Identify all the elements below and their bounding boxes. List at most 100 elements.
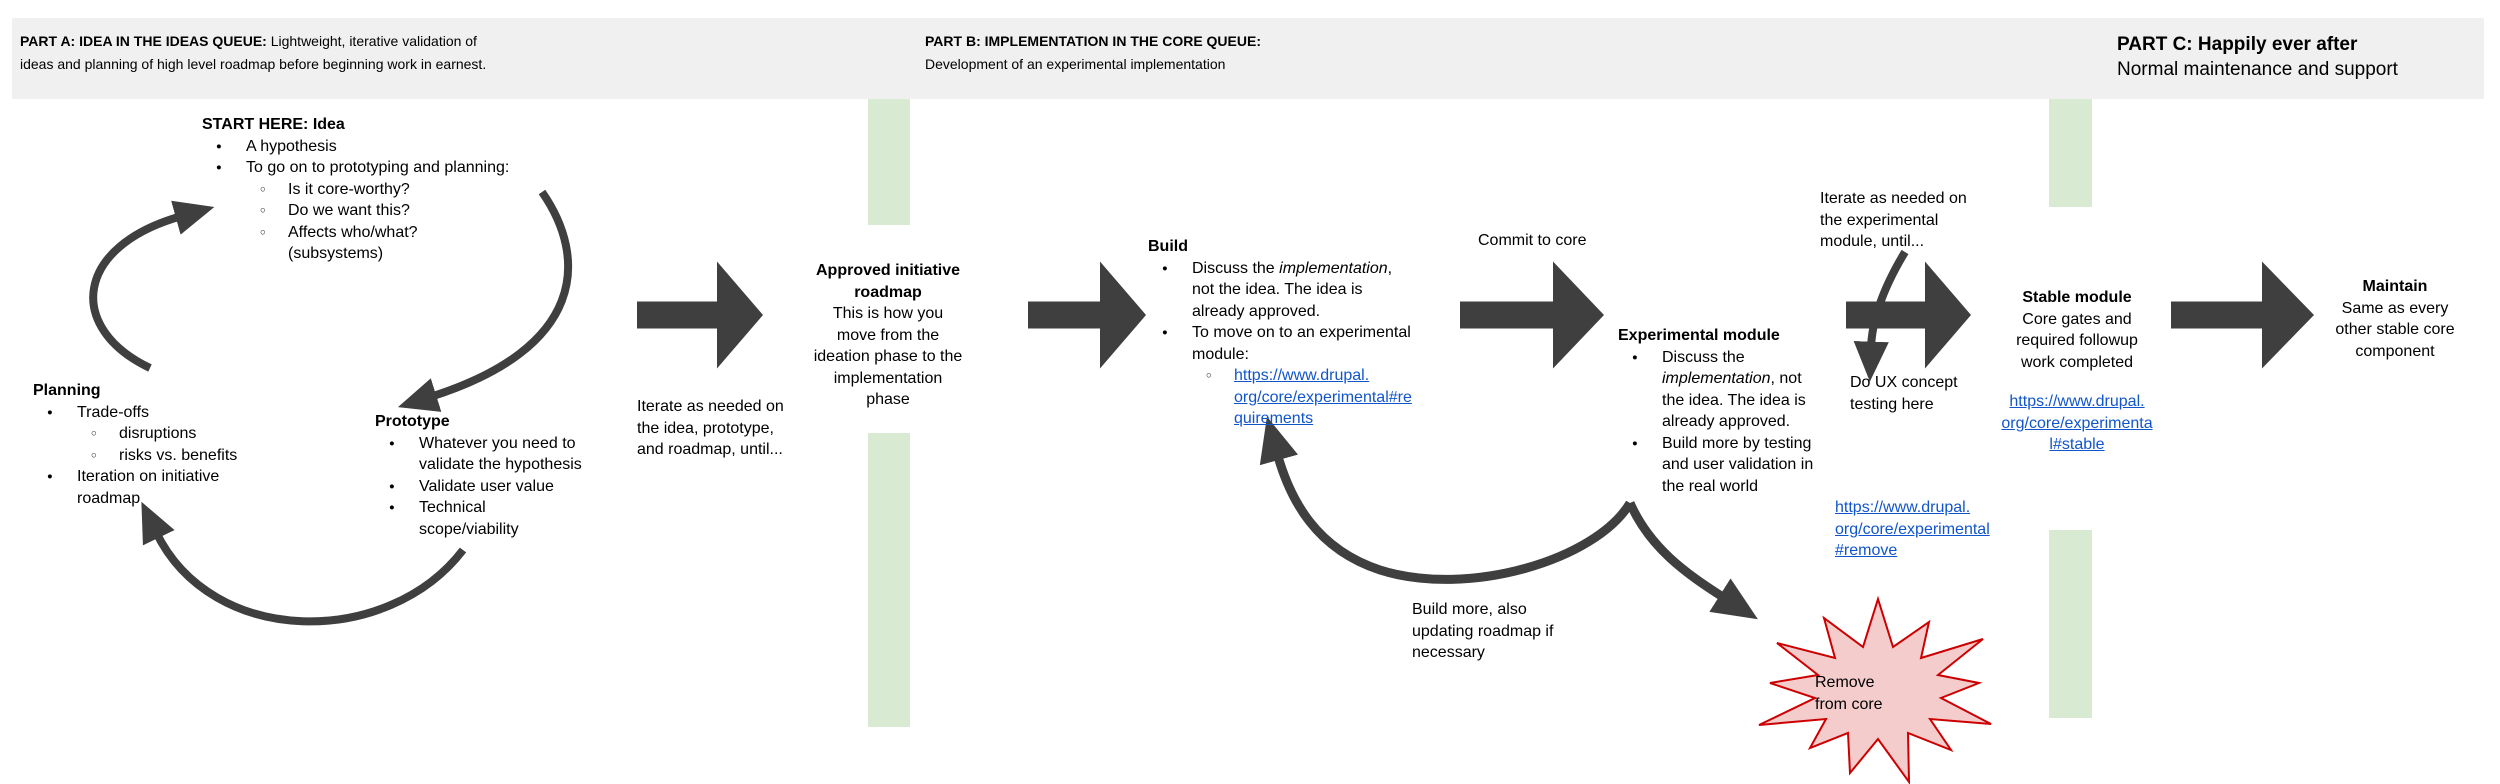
text-line: updating roadmap if (1412, 622, 1554, 640)
text-line: To move on to an experimental (1192, 324, 1411, 341)
text-line: scope/viability (419, 520, 519, 538)
text-line: Commit to core (1478, 232, 1587, 249)
circle-bullet-icon: ○ (260, 226, 266, 238)
text-line: Planning (33, 382, 101, 399)
arrow-to-remove-from-core (1625, 501, 1758, 620)
link[interactable]: https://www.drupal. (2009, 393, 2145, 410)
part-a-subtitle-1: Lightweight, iterative validation of (266, 33, 477, 49)
text-line: roadmap (77, 489, 141, 507)
text-line: Affects who/what? (288, 223, 418, 241)
text-line: implementation (833, 369, 943, 387)
link[interactable]: org/core/experimenta (2001, 414, 2153, 432)
text-line: Experimental module (1618, 327, 1780, 344)
text-line: Technical (419, 499, 486, 516)
text-line: Prototype (375, 413, 450, 430)
text-line: START HERE: Idea (202, 116, 345, 133)
text-line: Do UX concept (1850, 374, 1958, 391)
text-line: Discuss the implementation, (1192, 259, 1393, 277)
text-line: phase (866, 391, 910, 408)
text-line: module: (1192, 345, 1249, 363)
part-a-title: PART A: IDEA IN THE IDEAS QUEUE: (20, 33, 267, 49)
link[interactable]: quirements (1234, 410, 1314, 427)
build: Build●Discuss the implementation,not the… (1148, 236, 1412, 430)
iterate-module-note: Iterate as needed on the experimental modu… (1820, 188, 1967, 253)
part-b-subtitle: Development of an experimental implement… (925, 56, 1226, 72)
text-line: Trade-offs (77, 403, 150, 421)
arrow-approved-roadmap-to-build (1028, 261, 1146, 369)
text-line: disruptions (119, 425, 197, 442)
text-line: move from the (836, 326, 940, 344)
text-line: Build more by testing (1662, 434, 1812, 452)
bullet-icon: ● (1632, 351, 1638, 363)
text-line: other stable core (2335, 321, 2455, 338)
stable-link: https://www.drupal. org/core/experimenta l… (1977, 391, 2177, 456)
bullet-icon: ● (47, 406, 53, 418)
link[interactable]: https://www.drupal. (1835, 499, 1971, 516)
text-line: roadmap (854, 283, 922, 301)
text-line: Build more, also (1412, 601, 1527, 618)
bullet-icon: ● (216, 162, 222, 173)
part-c-header: PART C: Happily ever after Normal mainte… (2117, 32, 2398, 82)
link[interactable]: org/core/experimental#re (1234, 388, 1412, 406)
part-c-title: PART C: Happily ever after (2117, 34, 2358, 55)
planning: Planning●Trade-offs○disruptions○risks vs… (33, 380, 237, 509)
text-line: Iterate as needed on (1820, 190, 1967, 207)
link[interactable]: https://www.drupal. (1234, 367, 1370, 384)
text-line: Approved initiative (815, 262, 961, 279)
text-line: This is how you (832, 305, 944, 322)
text-line: not the idea. The idea is (1192, 281, 1363, 298)
iterate-module-arrow (1853, 249, 1909, 382)
text-line: the experimental (1820, 211, 1939, 229)
part-b-header: PART B: IMPLEMENTATION IN THE CORE QUEUE… (925, 30, 1261, 76)
text-line: Core gates and (2022, 310, 2132, 328)
text-line: Same as every (2341, 299, 2449, 317)
divider-green-bar-top-left (868, 99, 910, 225)
text-line: Validate user value (419, 477, 554, 495)
text-line: Discuss the (1662, 348, 1745, 366)
bullet-icon: ● (47, 471, 53, 482)
circle-bullet-icon: ○ (91, 449, 97, 461)
text-line: Remove (1815, 674, 1875, 691)
bullet-icon: ● (389, 437, 395, 449)
text-line: the idea, prototype, (637, 419, 774, 437)
part-b-title: PART B: IMPLEMENTATION IN THE CORE QUEUE… (925, 33, 1261, 49)
text-line: validate the hypothesis (419, 456, 582, 473)
cycle-arrow-planning-to-idea (89, 200, 215, 372)
text-line: To go on to prototyping and planning: (246, 159, 510, 176)
text-line: the idea. The idea is (1662, 391, 1806, 409)
divider-green-bar-bottom-right (2049, 530, 2092, 718)
part-a-header: PART A: IDEA IN THE IDEAS QUEUE: Lightwe… (20, 30, 486, 76)
bullet-icon: ● (1162, 327, 1168, 338)
text-line: component (2355, 342, 2435, 360)
text-line: module, until... (1820, 233, 1925, 250)
text-line: the real world (1662, 477, 1759, 495)
part-c-subtitle: Normal maintenance and support (2117, 59, 2398, 80)
link[interactable]: l#stable (2049, 436, 2105, 453)
bullet-icon: ● (1632, 437, 1638, 449)
text-line: and user validation in (1662, 456, 1814, 473)
commit-to-core-label: Commit to core (1478, 230, 1586, 252)
text-line: already approved. (1662, 413, 1791, 430)
link[interactable]: #remove (1835, 542, 1898, 559)
link[interactable]: org/core/experimental (1835, 520, 1990, 538)
circle-bullet-icon: ○ (260, 205, 266, 216)
arrow-stable-to-maintain (2171, 261, 2314, 369)
cycle-arrow-idea-to-prototype (397, 189, 572, 412)
text-line: and roadmap, until... (637, 441, 783, 458)
text-line: A hypothesis (246, 137, 337, 155)
divider-green-bar-top-right (2049, 99, 2092, 207)
arrow-commit-to-core (1460, 261, 1604, 369)
circle-bullet-icon: ○ (1206, 370, 1212, 381)
cycle-arrow-prototype-to-planning (141, 501, 467, 626)
text-line: from core (1815, 695, 1883, 713)
